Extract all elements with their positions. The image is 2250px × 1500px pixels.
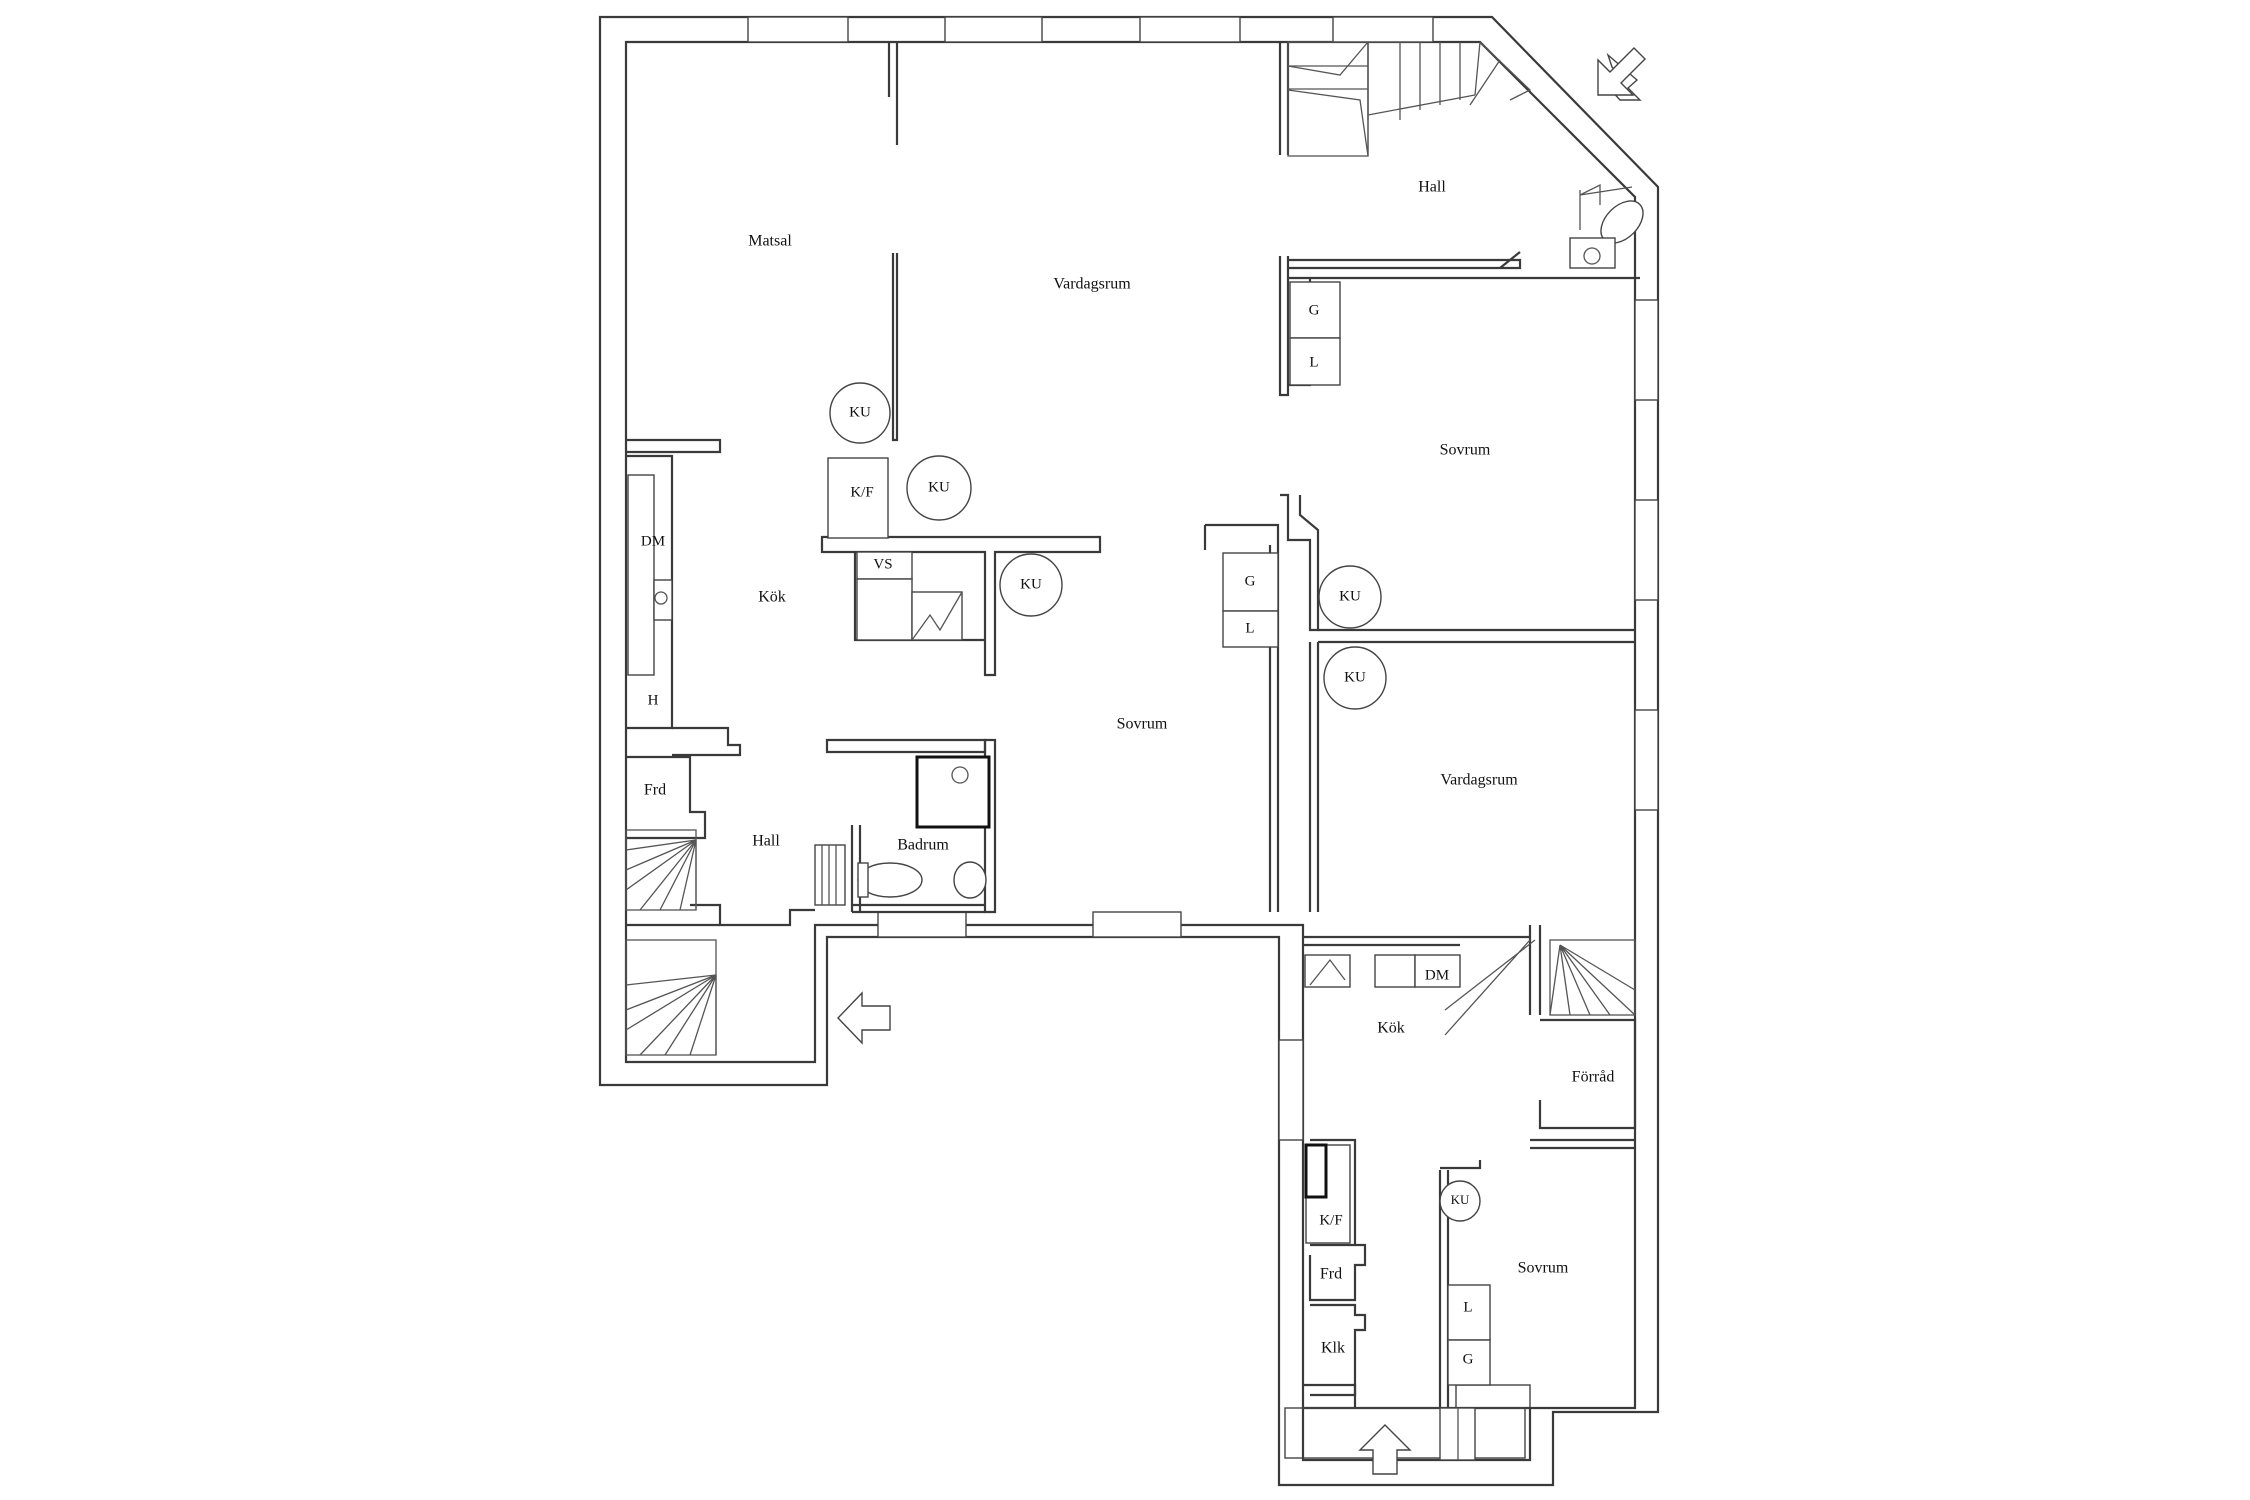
- label-g-2: G: [1245, 573, 1256, 589]
- svg-text:KU: KU: [1344, 669, 1366, 685]
- stairs-top: [1287, 41, 1532, 157]
- room-frd-1: Frd: [644, 782, 666, 799]
- stairs-left-2: [625, 939, 717, 1056]
- room-kok-2: Kök: [1377, 1020, 1405, 1037]
- ku-stove-2: KU: [906, 455, 972, 521]
- label-dm-2: DM: [1425, 967, 1449, 983]
- room-vardagsrum-2: Vardagsrum: [1440, 772, 1518, 789]
- room-klk: Klk: [1321, 1340, 1345, 1357]
- label-l-1: L: [1309, 354, 1318, 370]
- room-sovrum-3: Sovrum: [1518, 1260, 1569, 1277]
- room-hall-left: Hall: [752, 833, 780, 850]
- label-vs: VS: [873, 556, 892, 572]
- label-kf-1: K/F: [850, 484, 873, 500]
- room-sovrum-center: Sovrum: [1117, 716, 1168, 733]
- ku-stove-1: KU: [829, 382, 891, 444]
- label-g-3: G: [1463, 1351, 1474, 1367]
- room-kok-1: Kök: [758, 589, 786, 606]
- tiled-stoves: KU KU KU KU KU KU: [829, 382, 1481, 1222]
- stairs-bottom-right: [1549, 939, 1636, 1016]
- svg-text:KU: KU: [1020, 576, 1042, 592]
- label-l-3: L: [1463, 1299, 1472, 1315]
- entrance-arrow-left-icon: [837, 991, 891, 1045]
- entrance-arrow-top-right-icon: [1597, 47, 1646, 101]
- room-sovrum-1: Sovrum: [1440, 442, 1491, 459]
- ku-stove-3: KU: [999, 553, 1063, 617]
- fixture-labels: DM H K/F VS G L G L DM K/F L G: [641, 302, 1474, 1367]
- svg-text:KU: KU: [1339, 588, 1361, 604]
- label-kf-2: K/F: [1319, 1212, 1342, 1228]
- svg-text:KU: KU: [849, 404, 871, 420]
- room-badrum: Badrum: [897, 837, 949, 854]
- label-h: H: [648, 692, 659, 708]
- outer-walls: [598, 15, 1660, 1487]
- fixture-blocks: [627, 183, 1644, 1386]
- room-forrad: Förråd: [1572, 1069, 1615, 1086]
- label-l-2: L: [1245, 620, 1254, 636]
- ku-stove-6: KU: [1439, 1180, 1481, 1222]
- label-g-1: G: [1309, 302, 1320, 318]
- room-frd-2: Frd: [1320, 1266, 1342, 1283]
- stairs-left-1: [625, 829, 697, 911]
- svg-text:KU: KU: [1451, 1192, 1470, 1207]
- room-vardagsrum-1: Vardagsrum: [1053, 276, 1131, 293]
- entrance-arrow-bottom-icon: [1358, 1424, 1412, 1475]
- room-labels: Matsal Vardagsrum Hall Sovrum Kök Sovrum…: [644, 179, 1614, 1357]
- interior-walls: [626, 42, 1640, 927]
- room-hall-top: Hall: [1418, 179, 1446, 196]
- label-dm-1: DM: [641, 533, 665, 549]
- room-matsal: Matsal: [748, 233, 792, 250]
- ku-stove-4: KU: [1318, 565, 1382, 629]
- ku-stove-5: KU: [1323, 646, 1387, 710]
- svg-text:KU: KU: [928, 479, 950, 495]
